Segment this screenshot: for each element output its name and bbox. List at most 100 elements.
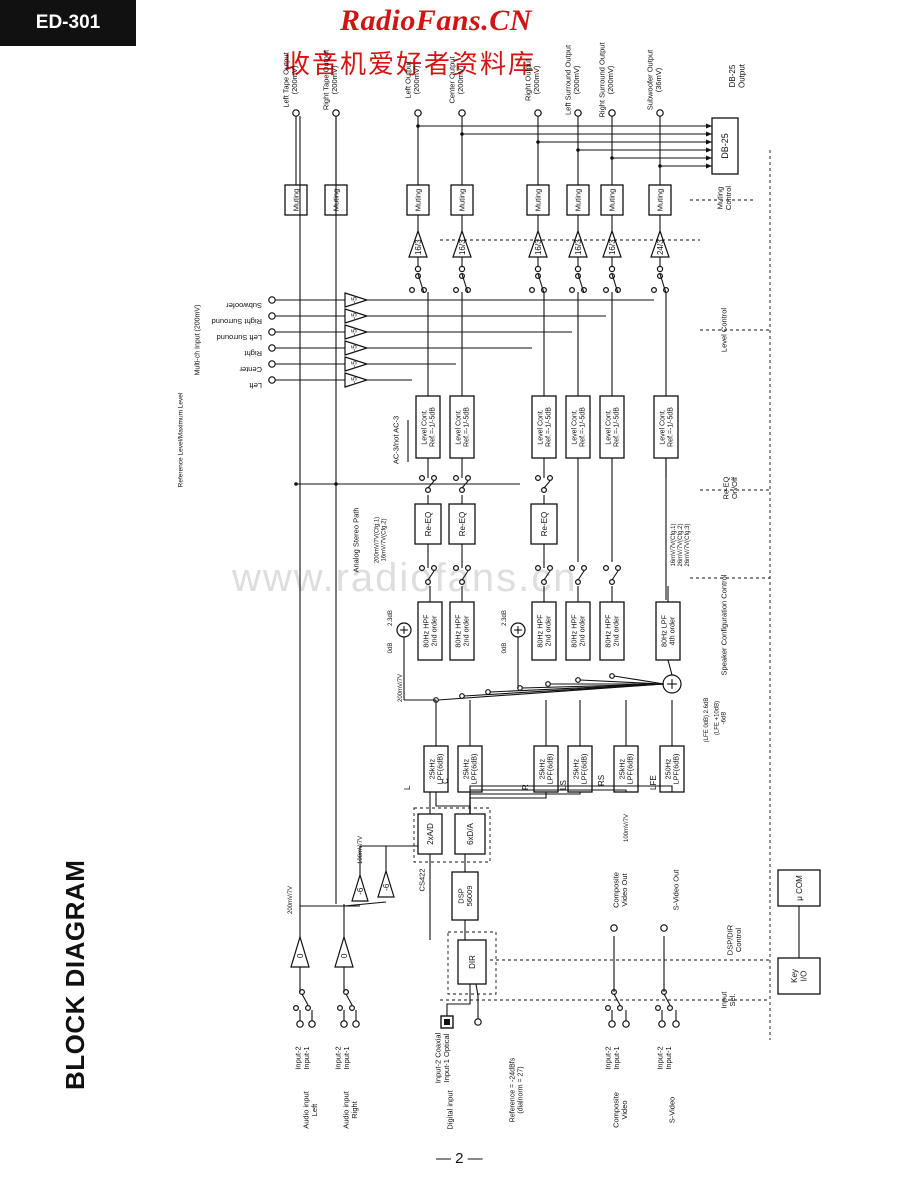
direct-switch-3-contact-a [568,287,575,294]
direct-switch-2-lever [537,273,545,294]
output-label-4-text: (200mV) [532,65,541,94]
source-name-3-text: Composite [611,1092,620,1128]
source-inputs-2-text: Input-1 Optical [442,1033,451,1082]
level-cont-block-2-text: Ref.=-1/-5dB [545,407,552,447]
sum-node-rear [510,622,526,638]
output-amp-4-text: 16/3 [608,239,617,255]
output-label-5-text: Left Surround Output [563,44,572,115]
channel-letter-1: C [441,778,450,784]
amp-in-terminal [458,265,466,273]
db25-arrow [706,131,712,137]
ac3-switch-r-contact-b [546,475,553,482]
input-amp-left-shape [290,934,310,968]
dac-to-lpf-line [469,792,547,814]
source-inputs-3-text: Input-2 [603,1046,612,1069]
multich-amp-1-label: -5 [351,361,358,367]
lpf-block-3-text: LPF(6dB) [580,754,589,785]
hpf-block-5-text: 4th order [668,616,677,645]
output-label-3: Center Output(200mV) [447,56,465,104]
amp-in-terminal [534,265,542,273]
input-jack-2 [340,1020,348,1028]
composite-out-label-text: Composite [611,872,620,908]
hpf-block-5-text: 80Hz LPF [659,614,668,647]
reeq-block-2: Re-EQ [530,503,558,545]
lpf-block-0-text: 25kHz [427,758,436,779]
analog-stereo-label: Analog Stereo Path [352,507,361,572]
ucom-block-label: μ COM [795,875,804,901]
lfe-notes-text: 16mV/7V(Cfg.1) [671,523,677,566]
adc-block: 2xA/D [417,813,443,855]
output-label-1-text: (200mV) [330,65,339,94]
analog-stereo-label-text: Analog Stereo Path [352,507,361,572]
muting-block-2: Muting [406,184,430,216]
multich-amp-0-text: -5 [351,377,358,383]
speaker-config-label: Speaker Configuration Control [720,574,729,675]
level-cont-block-3-label: Level Cont.Ref.=-1/-5dB [571,407,586,447]
db25-output-label-text: DB-25 [728,64,737,87]
level-cont-block-1-text: Ref.=-1/-5dB [463,407,470,447]
svideo-out-label: S-Video Out [672,869,681,911]
reeq-block-1-box [448,503,476,545]
level-cont-block-3: Level Cont.Ref.=-1/-5dB [565,395,591,459]
multich-label-5: Subwoofer [226,301,262,310]
mixer-note-b0: 0dB [502,643,508,654]
input-amp-right-shape [334,934,354,968]
muting-block-2-text: Muting [414,189,423,212]
config-switch-1 [459,693,465,699]
amp-in-terminal [414,265,422,273]
level-cont-block-0-label: Level Cont.Ref.=-1/-5dB [421,407,436,447]
lfe-hpf-feed [667,659,673,676]
output-amp-1-text: 16/3 [458,239,467,255]
input-sel-lever-2 [613,993,621,1006]
sum-node-front [396,622,412,638]
optical-input-core [444,1019,450,1025]
level-cont-block-0-text: Ref.=-1/-5dB [429,407,436,447]
mixer-note-a0-text: 0dB [388,643,394,654]
lfe-mix-notes: (LFE +10dB)-6dB [715,701,728,735]
output-amp-3-text: 16/3 [574,239,583,255]
junction-dot [294,482,298,486]
output-jack-1 [332,109,340,117]
level-cont-block-5: Level Cont.Ref.=-1/-5dB [653,395,679,459]
amp-in-terminal [608,265,616,273]
dir-block: DIR [457,939,487,985]
output-label-4: Right Output(200mV) [523,58,541,101]
multich-jack-3 [268,328,276,336]
adc-amp-right: -6 [377,868,395,898]
mixer-level-note: 200mV/7V [398,674,404,702]
ac3-label: AC-3/not AC-3 [392,416,401,464]
lpf-block-1-text: 25kHz [461,758,470,779]
muting-block-4: Muting [526,184,550,216]
adc-block-text: 2xA/D [426,823,435,845]
hpf-block-2-box [531,601,557,661]
input-sel-contact-a-0 [293,1004,300,1011]
multich-amp-5: -5 [344,292,369,308]
multich-input-label-text: Multi-ch Input (200mV) [194,305,201,376]
muting-block-0-text: Muting [292,189,301,212]
direct-switch-1-contact-a [453,287,460,294]
output-label-7-text: Subwoofer Output [645,49,654,110]
config-switch-5 [575,677,581,683]
db25-block-label: DB-25 [720,133,730,159]
output-label-2-text: Left Output [403,61,412,99]
lpf-block-0-text: LPF(6dB) [436,754,445,785]
reeq-onoff-label-text: Re-EQ [721,476,730,499]
muting-block-6: Muting [600,184,624,216]
level-cont-block-3-text: Level Cont. [571,409,578,444]
source-name-2-text: Digital input [446,1089,455,1129]
output-amp-0-text: 16/3 [414,239,423,255]
muting-block-7: Muting [648,184,672,216]
multich-amp-1-text: -5 [351,361,358,367]
source-inputs-4-text: Input-2 [655,1046,664,1069]
input-jack-6 [658,1020,666,1028]
reeq-onoff-label-text: On/Off [730,476,739,499]
